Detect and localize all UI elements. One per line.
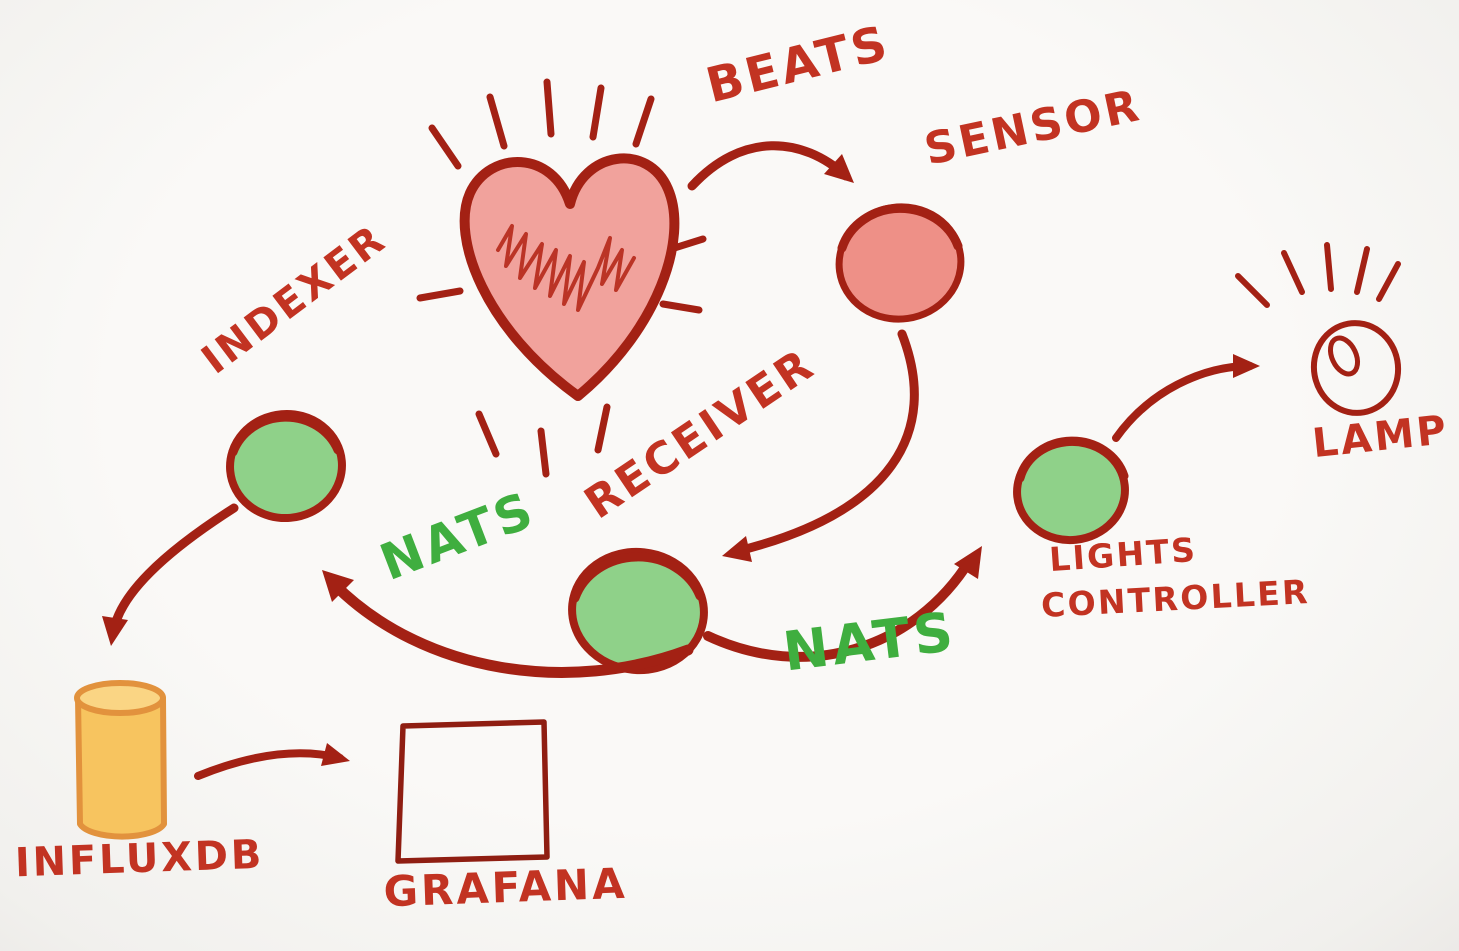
lights-controller-node: LIGHTS CONTROLLER bbox=[1013, 436, 1311, 625]
lamp-bulb-icon bbox=[1310, 320, 1402, 416]
indexer-circle-icon bbox=[226, 409, 346, 523]
arrowhead-indexer-to-influxdb bbox=[102, 616, 128, 646]
grafana-node: GRAFANA bbox=[383, 719, 628, 916]
arrowhead-receiver-to-indexer bbox=[322, 570, 354, 602]
lamp-filament-icon bbox=[1327, 335, 1361, 377]
influxdb-cylinder-top-icon bbox=[74, 680, 166, 716]
edge-influxdb-to-grafana bbox=[194, 743, 350, 780]
heart-node bbox=[416, 78, 707, 478]
arrow-heart-to-sensor bbox=[687, 141, 851, 191]
edge-label-beats: BEATS bbox=[701, 15, 896, 115]
node-label-lamp: LAMP bbox=[1310, 407, 1451, 467]
lamp-node: LAMP bbox=[1235, 242, 1451, 467]
node-label-influxdb: INFLUXDB bbox=[14, 832, 265, 887]
influxdb-node: INFLUXDB bbox=[14, 680, 265, 887]
node-label-controller: CONTROLLER bbox=[1040, 572, 1311, 625]
receiver-circle-icon bbox=[568, 547, 708, 675]
edge-lights-controller-to-lamp bbox=[1112, 354, 1260, 442]
arrowhead-lights-controller-to-lamp bbox=[1233, 354, 1260, 378]
heart-scribble bbox=[496, 224, 636, 312]
edge-indexer-to-influxdb bbox=[102, 503, 239, 646]
arrow-sensor-to-receiver bbox=[729, 329, 919, 557]
edge-label-nats-left: NATS bbox=[372, 480, 543, 592]
lamp-rays-icon bbox=[1235, 242, 1401, 308]
arrow-lights-controller-to-lamp bbox=[1112, 362, 1254, 442]
lights-controller-ink-overrun bbox=[1015, 436, 1129, 483]
grafana-box-icon bbox=[395, 719, 550, 864]
sensor-circle-icon bbox=[835, 203, 965, 323]
arrow-influxdb-to-grafana bbox=[194, 749, 344, 780]
arrow-indexer-to-influxdb bbox=[108, 503, 239, 639]
arrowhead-sensor-to-receiver bbox=[722, 536, 752, 562]
influxdb-cylinder-body-icon bbox=[75, 695, 167, 840]
heart-icon bbox=[459, 153, 680, 401]
arrowhead-receiver-to-lights-controller bbox=[954, 546, 982, 579]
edge-receiver-to-lights-controller: NATS bbox=[703, 546, 982, 684]
indexer-node: INDEXER bbox=[194, 216, 395, 523]
node-label-indexer: INDEXER bbox=[194, 216, 395, 384]
receiver-ink-overrun bbox=[570, 552, 705, 603]
heart-rays-icon bbox=[416, 78, 707, 478]
arrowhead-heart-to-sensor bbox=[824, 154, 854, 183]
arrowhead-influxdb-to-grafana bbox=[321, 743, 350, 766]
edge-heart-to-sensor: BEATS bbox=[687, 15, 896, 191]
edge-label-nats-right: NATS bbox=[780, 600, 960, 684]
node-label-grafana: GRAFANA bbox=[383, 859, 628, 916]
edge-sensor-to-receiver bbox=[722, 329, 919, 562]
sensor-node: SENSOR bbox=[835, 80, 1146, 323]
indexer-ink-overrun bbox=[228, 412, 343, 457]
sensor-ink-overrun bbox=[837, 203, 963, 253]
node-label-sensor: SENSOR bbox=[920, 80, 1146, 176]
arrow-receiver-to-indexer bbox=[328, 578, 694, 678]
arrow-receiver-to-lights-controller bbox=[703, 555, 975, 662]
